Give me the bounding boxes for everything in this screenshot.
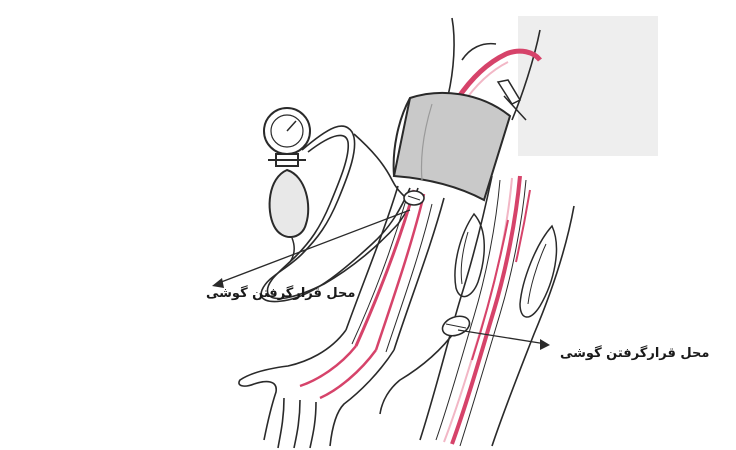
forearm-artery xyxy=(356,190,424,350)
detail-nerve-lines xyxy=(436,180,526,446)
sphygmomanometer xyxy=(264,108,310,262)
detail-arm xyxy=(380,176,574,446)
inflation-bulb xyxy=(270,170,309,237)
wrist-artery xyxy=(300,346,376,398)
label-stethoscope-position-elbow: محل قرارگرفتن گوشی xyxy=(206,286,355,301)
blood-pressure-cuff xyxy=(394,80,526,200)
stethoscope-head-detail xyxy=(440,313,472,339)
label-stethoscope-position-detail: محل قرارگرفتن گوشی xyxy=(560,346,709,361)
hand xyxy=(239,330,394,448)
pointer-arrow-right xyxy=(458,330,550,350)
stethoscope-head-elbow xyxy=(404,191,424,205)
detail-muscle-right xyxy=(520,226,556,317)
